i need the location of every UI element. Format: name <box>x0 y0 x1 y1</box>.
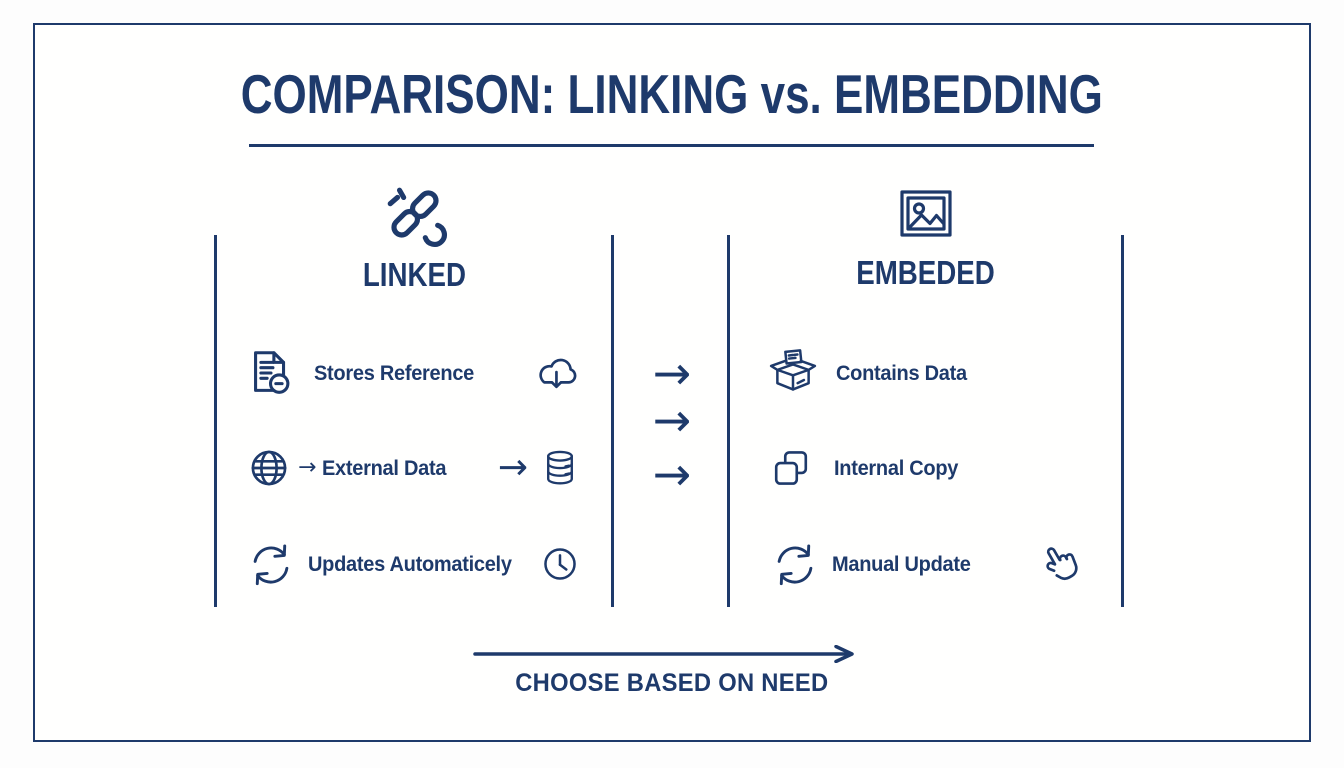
divider-line-mid-left <box>611 235 614 607</box>
linked-heading: LINKED <box>362 256 467 293</box>
page-title: COMPARISON: LINKING vs. EMBEDDING <box>0 64 1344 125</box>
broken-link-icon <box>387 187 447 247</box>
linked-row-stores-reference: Stores Reference <box>244 341 582 405</box>
row-label: Contains Data <box>836 360 967 385</box>
hand-click-icon <box>1046 547 1078 580</box>
footer-label: CHOOSE BASED ON NEED <box>515 669 829 697</box>
embedded-heading: EMBEDED <box>856 254 996 291</box>
flow-right-arrow: → <box>497 447 528 488</box>
linked-column-header: LINKED <box>216 182 613 294</box>
row-label: Updates Automaticely <box>308 551 512 576</box>
image-icon <box>900 190 952 237</box>
globe-icon <box>251 450 287 486</box>
small-right-arrow: → <box>298 455 317 480</box>
middle-arrow-3: → <box>652 447 692 501</box>
sync-icon <box>253 544 289 586</box>
outer-border <box>33 23 1311 742</box>
cloud-download-icon <box>539 358 577 393</box>
row-label: Stores Reference <box>314 360 475 385</box>
sync-icon <box>777 544 813 586</box>
divider-line-right <box>1121 235 1124 607</box>
clock-icon <box>544 548 576 580</box>
divider-line-mid-right <box>727 235 730 607</box>
row-label: External Data <box>322 455 447 480</box>
middle-arrow-2: → <box>652 393 692 447</box>
database-icon <box>547 450 573 485</box>
long-right-arrow <box>473 645 854 663</box>
document-info-icon <box>254 351 290 394</box>
page-title-text: COMPARISON: LINKING vs. EMBEDDING <box>240 63 1104 125</box>
row-label: Internal Copy <box>834 455 959 480</box>
linked-row-external-data: → External Data → <box>244 436 582 500</box>
linked-row-updates-automatically: Updates Automaticely <box>244 532 582 596</box>
embedded-row-manual-update: Manual Update <box>768 532 1092 596</box>
open-box-icon <box>769 349 817 391</box>
divider-line-left <box>214 235 217 607</box>
embedded-row-internal-copy: Internal Copy <box>768 436 1092 500</box>
embedded-row-contains-data: Contains Data <box>768 341 1092 405</box>
row-label: Manual Update <box>832 551 971 576</box>
title-underline <box>249 144 1094 147</box>
embedded-column-header: EMBEDED <box>729 182 1123 292</box>
middle-arrow-1: → <box>652 346 692 400</box>
copy-icon <box>774 451 808 485</box>
